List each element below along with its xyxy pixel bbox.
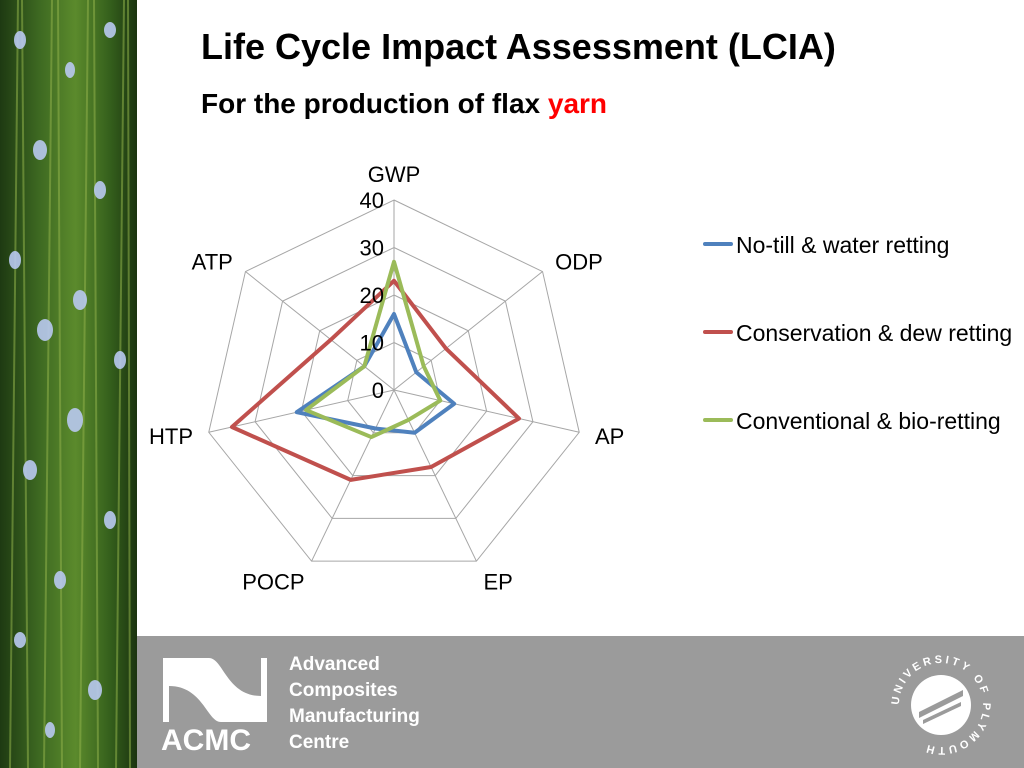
acmc-logo: ACMC (161, 658, 267, 756)
legend-label: No-till & water retting (736, 232, 950, 258)
legend-label: Conservation & dew retting (736, 320, 1013, 346)
page-title: Life Cycle Impact Assessment (LCIA) (201, 26, 836, 67)
axis-label: EP (483, 570, 512, 595)
series-line (229, 278, 522, 482)
org-line: Composites (289, 680, 398, 701)
axis-label: GWP (368, 162, 421, 187)
legend-item: Conservation & dew retting (700, 316, 1020, 350)
org-line: Advanced (289, 654, 380, 675)
axis-label: AP (595, 424, 624, 449)
grid-ring (300, 294, 488, 477)
grid-spoke (311, 389, 395, 562)
page-subtitle: For the production of flax yarn (201, 88, 607, 120)
legend-swatch (703, 330, 733, 334)
series-line (304, 259, 443, 440)
legend-swatch (703, 242, 733, 246)
tick-label: 20 (360, 283, 384, 308)
radar-grid (208, 199, 580, 562)
grid-spoke (245, 271, 395, 391)
tick-label: 0 (372, 378, 384, 403)
grid-spoke (393, 389, 580, 433)
footer-bar: ACMC Advanced Composites Manufacturing C… (137, 636, 1024, 768)
legend-item: No-till & water retting (700, 228, 1020, 262)
axis-label: POCP (242, 570, 304, 595)
flax-field-photo (0, 0, 137, 768)
org-line: Centre (289, 732, 350, 753)
tick-label: 40 (360, 188, 384, 213)
acmc-logo-text: ACMC (161, 724, 251, 756)
org-line: Manufacturing (289, 706, 420, 727)
acmc-full-name: Advanced Composites Manufacturing Centre (289, 652, 420, 756)
tick-label: 10 (360, 331, 384, 356)
university-of-plymouth-logo: UNIVERSITY OF PLYMOUTH (890, 654, 990, 756)
axis-label: ODP (555, 249, 603, 274)
grid-ring (254, 246, 534, 519)
radar-series (229, 259, 522, 482)
legend-swatch (703, 418, 733, 422)
axis-label: HTP (149, 424, 193, 449)
subtitle-accent: yarn (547, 88, 608, 119)
legend-item: Conventional & bio-retting (700, 404, 1020, 438)
axis-label: ATP (192, 249, 233, 274)
legend-label: Conventional & bio-retting (736, 408, 1001, 434)
subtitle-text: For the production of flax (201, 88, 548, 119)
tick-label: 30 (360, 236, 384, 261)
grid-ring (347, 341, 441, 434)
grid-ring (208, 199, 580, 562)
grid-spoke (393, 271, 543, 391)
